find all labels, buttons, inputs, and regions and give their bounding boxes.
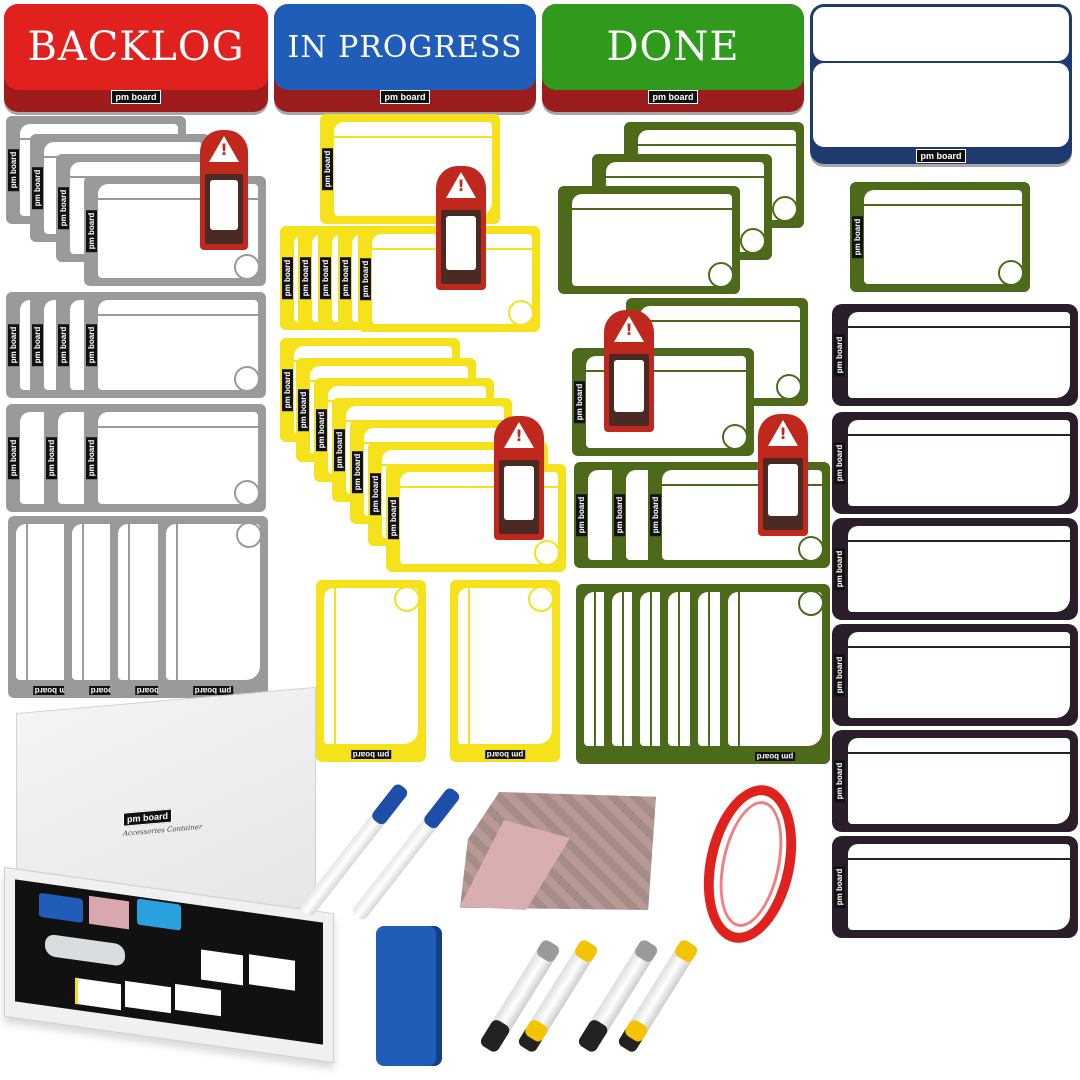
ring-hole-icon: [528, 586, 554, 612]
warning-triangle-icon: [209, 136, 239, 162]
ring-hole-icon: [722, 424, 748, 450]
blank-header-face-top: [812, 6, 1070, 62]
blank-header-face: [812, 62, 1070, 148]
ring-hole-icon: [776, 374, 802, 400]
backlog-vertical-card: pm board: [158, 516, 268, 698]
blank-card: pm board: [832, 304, 1078, 406]
ring-hole-icon: [234, 254, 260, 280]
ring-hole-icon: [234, 480, 260, 506]
progress-vertical-card: pm board: [450, 580, 560, 762]
blue-marker: [350, 786, 462, 922]
brand-logo: pm board: [380, 90, 430, 104]
blank-header: pm board: [810, 4, 1072, 164]
blank-card: pm board: [850, 182, 1030, 292]
brand-logo: pm board: [648, 90, 698, 104]
tray-card: [249, 954, 295, 991]
warning-tag: !: [200, 130, 248, 250]
tray-card: [201, 949, 243, 986]
warning-triangle-icon: [504, 422, 534, 448]
ring-hole-icon: [708, 262, 734, 288]
in-progress-header-label: IN PROGRESS: [274, 4, 536, 90]
done-card: [558, 186, 740, 294]
ring-hole-icon: [234, 366, 260, 392]
backlog-header-label: BACKLOG: [4, 4, 268, 90]
warning-triangle-icon: [768, 420, 798, 446]
backlog-card: pm board: [84, 292, 266, 398]
brand-logo: pm board: [111, 90, 161, 104]
progress-vertical-card: pm board: [316, 580, 426, 762]
warning-tag: !: [436, 166, 486, 290]
ring-hole-icon: [508, 300, 534, 326]
blank-card: pm board: [832, 412, 1078, 514]
warning-tag: !: [604, 310, 654, 432]
ring-hole-icon: [998, 260, 1024, 286]
magnetic-eraser: [376, 926, 442, 1066]
brand-logo: pm board: [916, 149, 966, 163]
warning-triangle-icon: [614, 316, 644, 342]
warning-tag: !: [758, 414, 808, 536]
blank-card: pm board: [832, 624, 1078, 726]
done-card: pm board: [572, 348, 754, 456]
warning-triangle-icon: [446, 172, 476, 198]
blank-card: pm board: [832, 518, 1078, 620]
warning-tag: !: [494, 416, 544, 540]
brand-logo: pm board: [123, 808, 173, 827]
ring-hole-icon: [394, 586, 420, 612]
backlog-card: pm board: [84, 404, 266, 512]
ring-hole-icon: [236, 522, 262, 548]
done-header: DONE pm board: [542, 4, 804, 112]
ring-hole-icon: [798, 536, 824, 562]
in-progress-header: IN PROGRESS pm board: [274, 4, 536, 112]
blank-card: pm board: [832, 730, 1078, 832]
ring-hole-icon: [798, 590, 824, 616]
backlog-header: BACKLOG pm board: [4, 4, 268, 112]
done-header-label: DONE: [542, 4, 804, 90]
ring-hole-icon: [534, 540, 560, 566]
ring-hole-icon: [772, 196, 798, 222]
tray-cloth: [89, 895, 129, 930]
blank-card: pm board: [832, 836, 1078, 938]
done-vertical-card: pm board: [720, 584, 830, 764]
ring-hole-icon: [740, 228, 766, 254]
